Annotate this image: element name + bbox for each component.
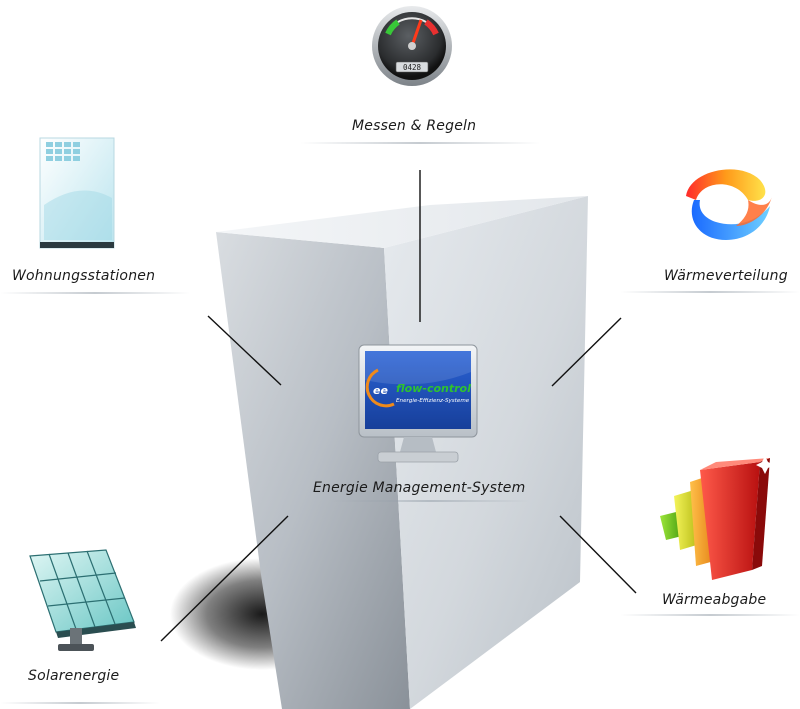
logo-swoosh-icon (365, 368, 395, 408)
monolith-front-face (384, 196, 588, 709)
shelf-wohnung (0, 292, 190, 294)
shelf-center (330, 500, 530, 502)
screen-glare (365, 351, 471, 385)
label-messen: Messen & Regeln (352, 118, 477, 134)
gauge-counter (395, 61, 429, 73)
logo-text: flow-control (396, 382, 471, 395)
label-waermeabgabe: Wärmeabgabe (662, 592, 767, 608)
swirl-rings-icon (686, 169, 772, 240)
label-center: Energie Management-System (313, 480, 526, 496)
label-solar: Solarenergie (28, 668, 120, 684)
solar-panel-icon (29, 549, 136, 651)
connector-waermeverteilung (551, 317, 622, 387)
monitor-foot (377, 451, 459, 463)
logo-prefix: ee (373, 384, 388, 397)
connector-solar (160, 515, 289, 642)
logo-tagline: Energie-Effizienz-Systeme (396, 398, 470, 404)
bar-chart-3d-icon (660, 456, 774, 580)
shelf-waermeverteilung (620, 291, 800, 293)
shelf-messen (300, 142, 540, 144)
monitor: ee flow-control Energie-Effizienz-System… (358, 344, 478, 463)
pressure-gauge-icon: 0428 (372, 6, 452, 86)
monitor-neck (400, 437, 436, 452)
connectors (160, 170, 637, 642)
gauge-counter-digits: 0428 (403, 63, 422, 72)
monolith-top-face (216, 196, 588, 248)
monitor-screen (365, 351, 471, 429)
connector-waermeabgabe (559, 515, 637, 594)
wall-station-icon (39, 137, 115, 249)
label-waermeverteilung: Wärmeverteilung (664, 268, 788, 284)
label-wohnung: Wohnungsstationen (12, 268, 156, 284)
shelf-waermeabgabe (620, 614, 800, 616)
shelf-solar (0, 702, 160, 704)
connector-wohnung (207, 315, 282, 386)
